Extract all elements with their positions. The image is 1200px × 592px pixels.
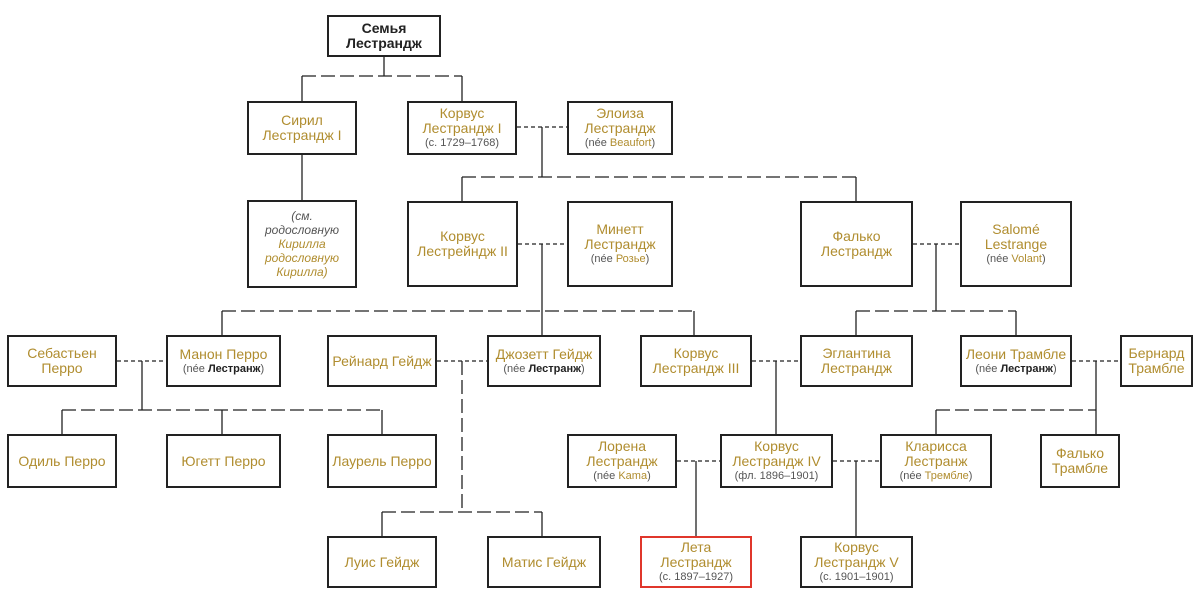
node-name: Фалько Трамбле [1051, 445, 1109, 476]
node-leoni[interactable]: Леони Трамбле (née Лестранж) [960, 335, 1072, 387]
node-klarissa[interactable]: Кларисса Лестранж (née Трембле) [880, 434, 992, 488]
node-name: Рейнард Гейдж [332, 352, 432, 369]
node-name: Бернард Трамбле [1128, 345, 1185, 376]
node-reynard[interactable]: Рейнард Гейдж [327, 335, 437, 387]
node-kiril-1[interactable]: Сирил Лестрандж I [247, 101, 357, 155]
node-korvus-3[interactable]: Корвус Лестрандж III [640, 335, 752, 387]
node-odil[interactable]: Одиль Перро [7, 434, 117, 488]
node-name: Себастьен Перро [27, 345, 97, 376]
node-name: Семья Лестрандж [346, 20, 422, 51]
note-line: Кирилла [278, 237, 326, 251]
descent-line [61, 410, 383, 434]
node-falko[interactable]: Фалько Лестрандж [800, 201, 913, 287]
node-bernard[interactable]: Бернард Трамбле [1120, 335, 1193, 387]
node-name: Минетт Лестрандж [584, 221, 656, 252]
node-name: Элоиза Лестрандж [584, 105, 656, 136]
descent-line [221, 311, 695, 335]
node-nee: (née Kama) [593, 470, 651, 482]
node-nee: (née Лестранж) [975, 362, 1057, 375]
note-line: Кирилла) [276, 265, 328, 279]
descent-line [935, 410, 1097, 434]
note-line: родословную [265, 223, 339, 237]
node-manon[interactable]: Манон Перро (née Лестранж) [166, 335, 281, 387]
node-name: Лаурель Перро [332, 452, 432, 469]
node-name: Корвус Лестрандж IV [732, 438, 821, 469]
node-name: Манон Перро [179, 345, 268, 362]
node-name: Корвус Лестрандж V [814, 539, 899, 570]
node-nee: (née Лестранж) [503, 362, 585, 375]
descent-line [381, 512, 543, 536]
node-kiril-note[interactable]: (см. родословную Кирилла родословную Кир… [247, 200, 357, 288]
node-dates: (с. 1897–1927) [659, 571, 733, 583]
node-lorena[interactable]: Лорена Лестрандж (née Kama) [567, 434, 677, 488]
node-name: Salomé Lestrange [984, 221, 1048, 252]
descent-line [855, 311, 1017, 335]
node-nee: (née Трембле) [899, 470, 973, 482]
node-korvus-2[interactable]: Корвус Лестрейндж II [407, 201, 518, 287]
node-name: Кларисса Лестранж [904, 438, 968, 469]
node-korvus-5[interactable]: Корвус Лестрандж V (с. 1901–1901) [800, 536, 913, 588]
node-eloiza[interactable]: Элоиза Лестрандж (née Beaufort) [567, 101, 673, 155]
node-luis[interactable]: Луис Гейдж [327, 536, 437, 588]
node-dates: (с. 1901–1901) [819, 571, 894, 583]
node-name: Луис Гейдж [344, 553, 420, 570]
node-salome[interactable]: Salomé Lestrange (née Volant) [960, 201, 1072, 287]
node-name: Лорена Лестрандж [586, 438, 658, 469]
node-laurel[interactable]: Лаурель Перро [327, 434, 437, 488]
node-minett[interactable]: Минетт Лестрандж (née Розье) [567, 201, 673, 287]
node-name: Югетт Перро [181, 452, 266, 469]
node-name: Фалько Лестрандж [820, 228, 893, 259]
note-line: родословную [265, 251, 339, 265]
node-name: Лета Лестрандж [660, 539, 732, 570]
node-name: Эглантина Лестрандж [820, 345, 893, 376]
node-korvus-4[interactable]: Корвус Лестрандж IV (фл. 1896–1901) [720, 434, 833, 488]
node-jozett[interactable]: Джозетт Гейдж (née Лестранж) [487, 335, 601, 387]
node-name: Одиль Перро [18, 452, 106, 469]
node-dates: (с. 1729–1768) [425, 137, 499, 149]
node-name: Леони Трамбле [965, 345, 1067, 362]
note-line: (см. [291, 209, 313, 223]
node-name: Матис Гейдж [501, 553, 587, 570]
node-name: Корвус Лестрандж I [422, 105, 502, 136]
node-dates: (фл. 1896–1901) [734, 470, 819, 482]
node-family-root[interactable]: Семья Лестрандж [327, 15, 441, 57]
node-nee: (née Лестранж) [182, 362, 265, 375]
node-falko-trambl[interactable]: Фалько Трамбле [1040, 434, 1120, 488]
node-nee: (née Beaufort) [584, 137, 656, 149]
node-leta[interactable]: Лета Лестрандж (с. 1897–1927) [640, 536, 752, 588]
node-eglantina[interactable]: Эглантина Лестрандж [800, 335, 913, 387]
node-name: Корвус Лестрейндж II [417, 228, 508, 259]
descent-line [461, 177, 857, 201]
node-name: Сирил Лестрандж I [262, 112, 342, 143]
node-sebastien[interactable]: Себастьен Перро [7, 335, 117, 387]
descent-line [301, 76, 463, 101]
node-yugett[interactable]: Югетт Перро [166, 434, 281, 488]
node-nee: (née Розье) [590, 253, 650, 265]
node-matis[interactable]: Матис Гейдж [487, 536, 601, 588]
node-nee: (née Volant) [986, 253, 1046, 265]
node-korvus-1[interactable]: Корвус Лестрандж I (с. 1729–1768) [407, 101, 517, 155]
node-name: Корвус Лестрандж III [652, 345, 740, 376]
node-name: Джозетт Гейдж [495, 345, 593, 362]
